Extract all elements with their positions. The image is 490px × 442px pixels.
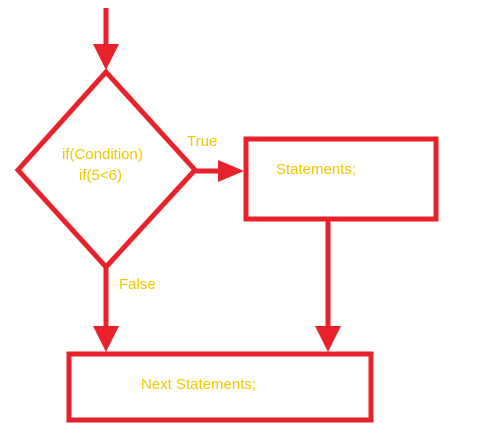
entry-arrowhead <box>93 44 119 70</box>
decision-example-text: if(5<6) <box>79 167 122 184</box>
true-label: True <box>187 133 217 150</box>
next-statements-box <box>66 351 374 423</box>
statements-exit-arrowhead <box>315 326 341 352</box>
decision-diamond <box>14 68 199 271</box>
statements-text: Statements; <box>276 161 356 178</box>
decision-condition-text: if(Condition) <box>62 146 143 163</box>
true-arrowhead <box>218 160 244 182</box>
false-label: False <box>119 276 156 293</box>
statements-box <box>243 136 439 222</box>
next-statements-text: Next Statements; <box>141 376 256 393</box>
false-arrowhead <box>93 326 119 352</box>
